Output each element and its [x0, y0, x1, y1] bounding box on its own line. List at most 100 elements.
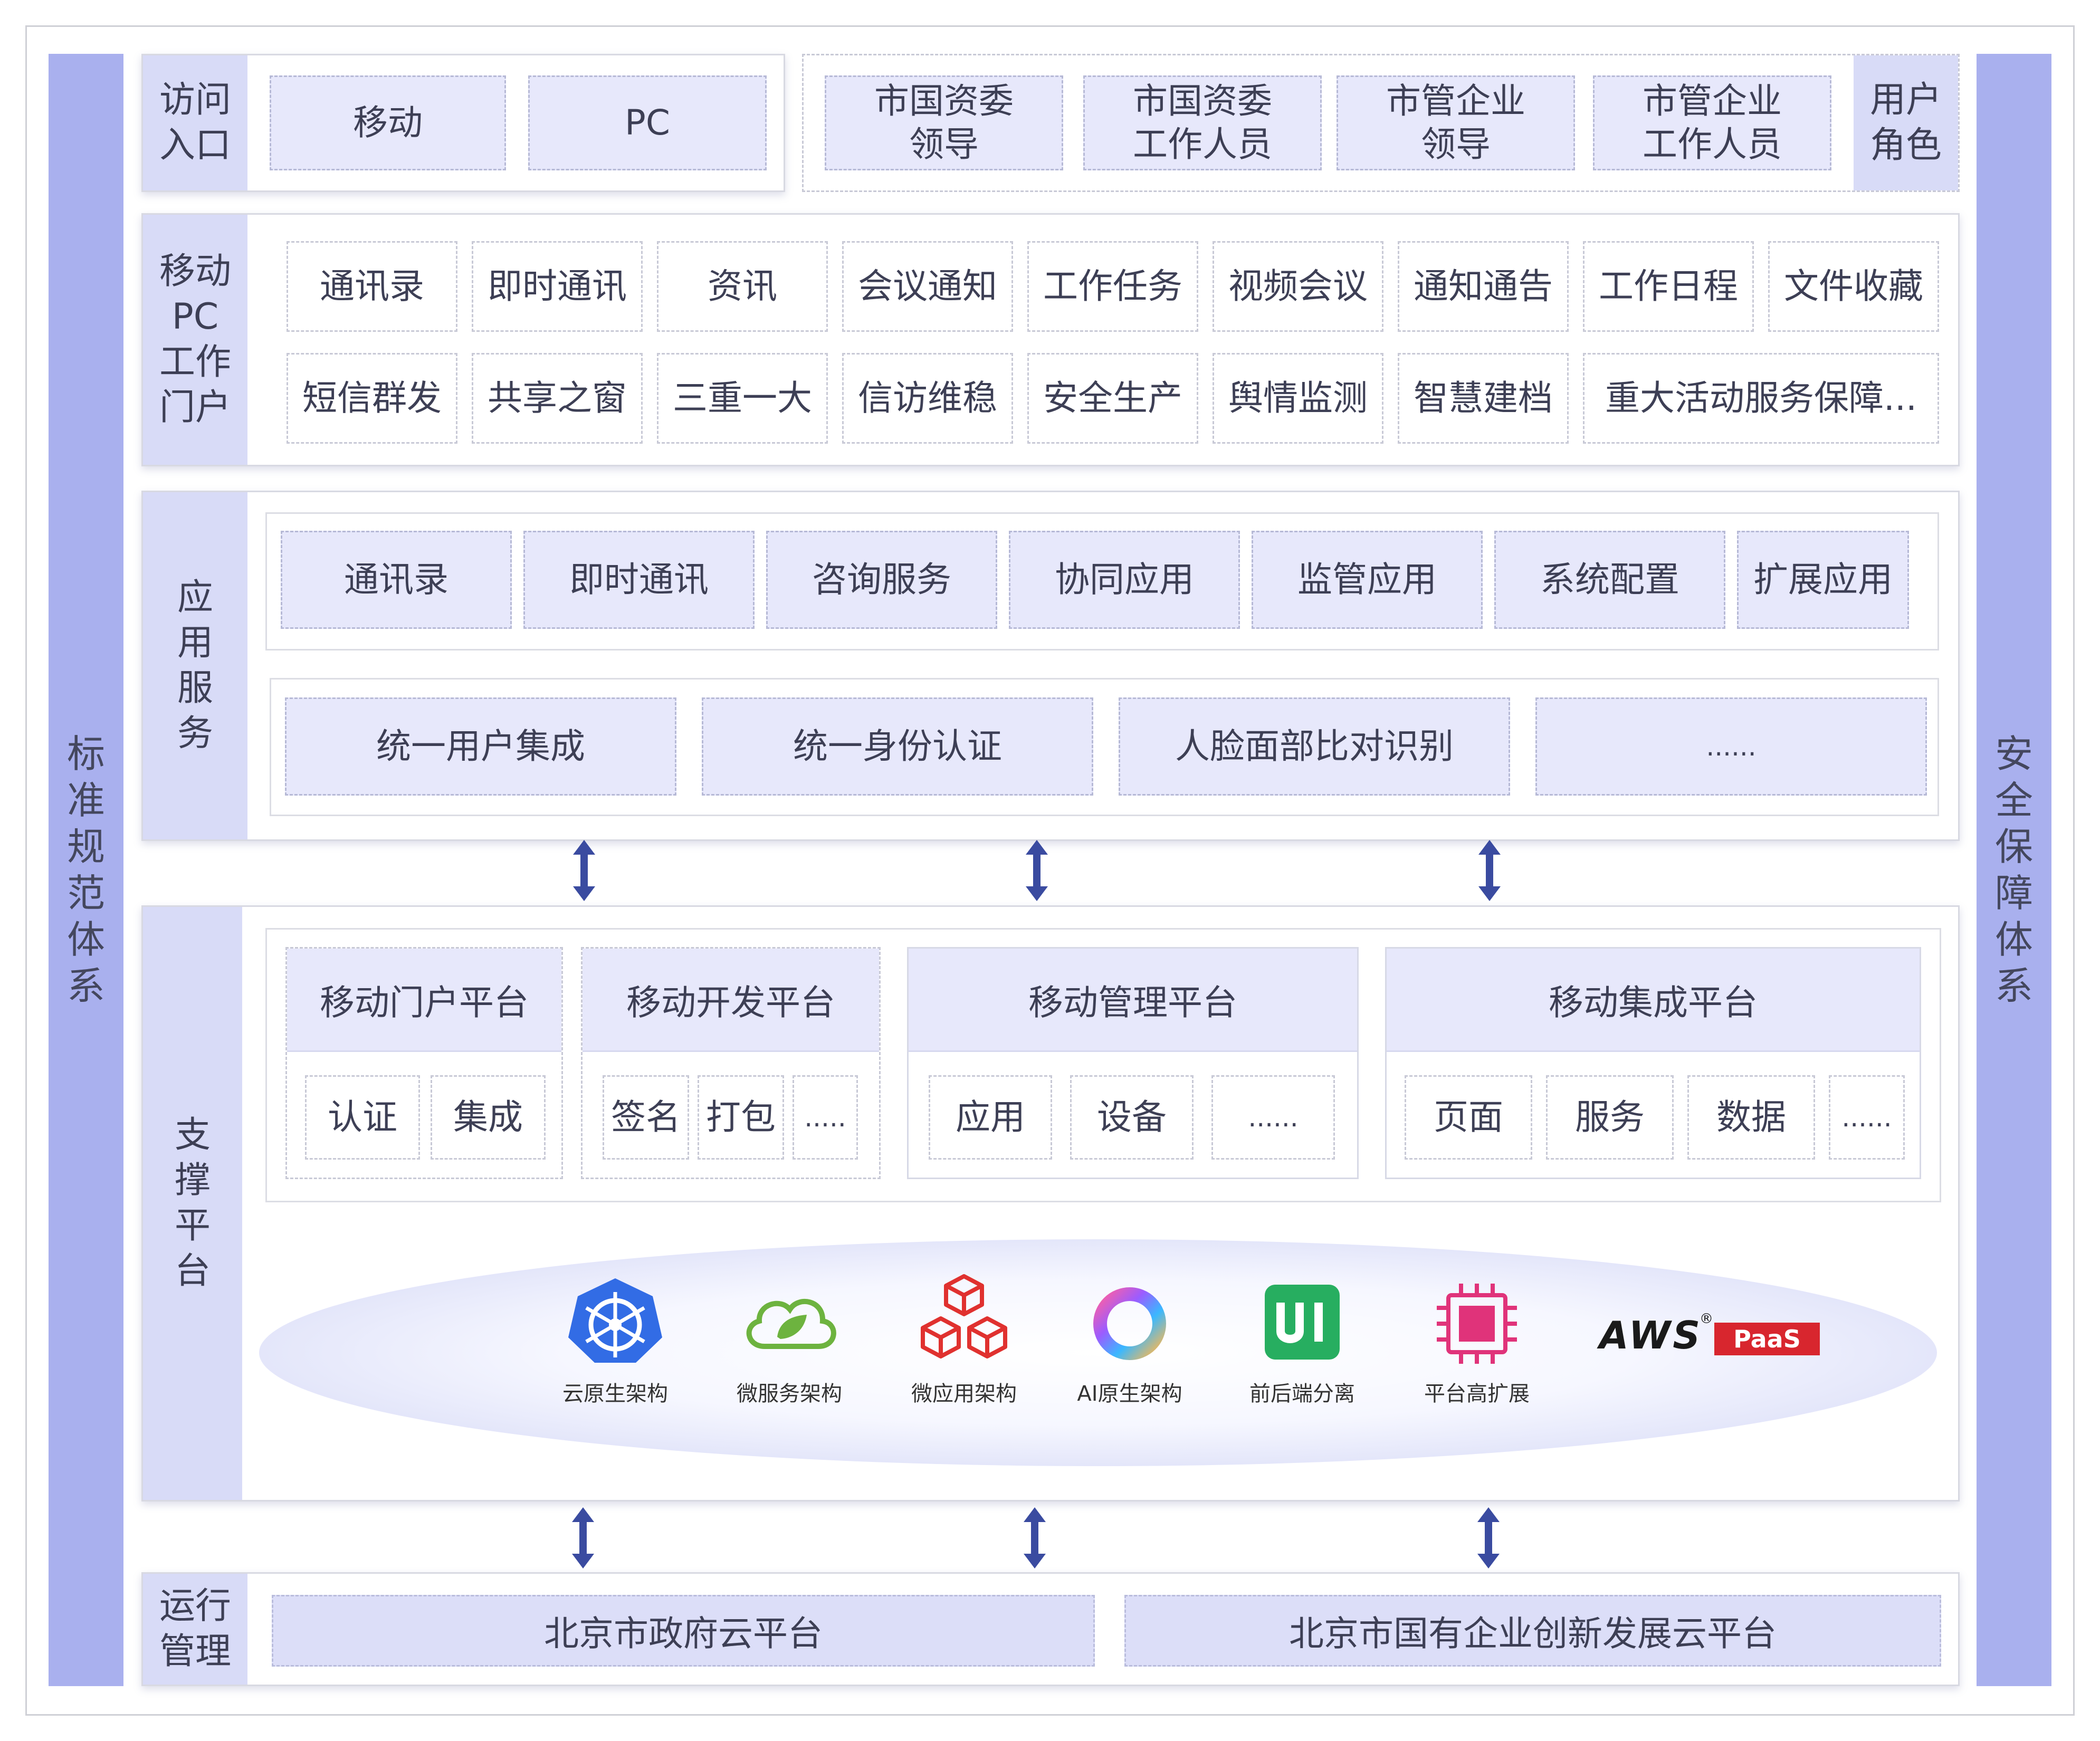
- app-service-row-2: 统一用户集成 统一身份认证 人脸面部比对识别......: [285, 697, 1927, 796]
- soe-cloud-platform[interactable]: 北京市国有企业创新发展云平台: [1124, 1595, 1941, 1667]
- platform-item[interactable]: 签名: [603, 1075, 689, 1160]
- mobile-portal-platform[interactable]: 移动门户平台 认证 集成: [285, 947, 563, 1179]
- platform-item[interactable]: 服务: [1546, 1075, 1674, 1160]
- service-item[interactable]: 会议通知: [842, 241, 1013, 332]
- service-item[interactable]: 文件收藏: [1768, 241, 1939, 332]
- security-sidebar-label: 安全保障体系: [1994, 732, 2033, 1008]
- roles-section: 市国资委领导 市国资委工作人员 市管企业领导 市管企业工作人员 用户角色: [802, 54, 1960, 192]
- service-item[interactable]: 短信群发: [287, 353, 457, 444]
- service-item[interactable]: 视频会议: [1213, 241, 1383, 332]
- tech-label: 微服务架构: [737, 1382, 842, 1406]
- service-item[interactable]: 通知通告: [1398, 241, 1569, 332]
- platform-item[interactable]: 设备: [1070, 1075, 1194, 1160]
- role-item[interactable]: 市管企业领导: [1337, 75, 1575, 170]
- aws-wordmark: AWS: [1599, 1313, 1703, 1357]
- platform-item-label: 认证: [328, 1097, 397, 1137]
- platform-item-label: 集成: [453, 1097, 523, 1137]
- double-arrow-icon: [1022, 1506, 1048, 1570]
- chip-icon: [1435, 1281, 1519, 1366]
- platform-item[interactable]: ......: [1211, 1075, 1335, 1160]
- service-item-label: 通讯录: [344, 559, 448, 600]
- platform-item[interactable]: 数据: [1687, 1075, 1815, 1160]
- service-item-label: 扩展应用: [1753, 559, 1893, 600]
- service-item[interactable]: 工作任务: [1027, 241, 1198, 332]
- service-item[interactable]: 系统配置: [1494, 531, 1725, 629]
- service-item[interactable]: 舆情监测: [1213, 353, 1383, 444]
- service-item[interactable]: 通讯录: [287, 241, 457, 332]
- service-item-label: 统一用户集成: [376, 726, 585, 767]
- gov-cloud-platform[interactable]: 北京市政府云平台: [272, 1595, 1095, 1667]
- double-arrow-icon: [571, 839, 597, 902]
- service-item[interactable]: 即时通讯: [523, 531, 755, 629]
- service-item[interactable]: 人脸面部比对识别: [1119, 697, 1510, 796]
- service-item[interactable]: 监管应用: [1252, 531, 1483, 629]
- mobile-dev-platform[interactable]: 移动开发平台 签名 打包 .....: [581, 947, 881, 1179]
- service-item[interactable]: 通讯录: [281, 531, 512, 629]
- service-item-label: 资讯: [708, 266, 777, 307]
- double-arrow-icon: [1475, 1506, 1502, 1570]
- service-item-label: 通知通告: [1414, 266, 1553, 307]
- access-mobile-button[interactable]: 移动: [270, 75, 506, 170]
- portal-section: 移动PC工作门户 通讯录即时通讯 资讯 会议通知工作任务视频会议 通知通告工作日程文件…: [141, 213, 1960, 466]
- tech-label: 平台高扩展: [1424, 1382, 1530, 1406]
- service-item-label: 视频会议: [1228, 266, 1368, 307]
- service-item[interactable]: 共享之窗: [472, 353, 643, 444]
- service-item-label: 即时通讯: [488, 266, 627, 307]
- ui-icon: [1263, 1283, 1342, 1362]
- service-item[interactable]: 统一身份认证: [702, 697, 1093, 796]
- tech-ellipse: [259, 1239, 1937, 1466]
- roles-label-text: 用户角色: [1869, 79, 1942, 166]
- double-arrow-icon: [570, 1506, 596, 1570]
- role-label: 市管企业领导: [1386, 81, 1525, 165]
- platform-item[interactable]: 页面: [1405, 1075, 1532, 1160]
- gov-cloud-label: 北京市政府云平台: [544, 1613, 823, 1654]
- platform-title: 移动管理平台: [909, 949, 1357, 1052]
- service-item[interactable]: 三重一大: [657, 353, 828, 444]
- service-item[interactable]: 咨询服务: [766, 531, 997, 629]
- mobile-integration-platform[interactable]: 移动集成平台 页面 服务 数据 ......: [1385, 947, 1921, 1179]
- role-label: 市国资委领导: [874, 81, 1014, 165]
- role-item[interactable]: 市管企业工作人员: [1593, 75, 1831, 170]
- service-item[interactable]: 协同应用: [1009, 531, 1240, 629]
- service-item[interactable]: 智慧建档: [1398, 353, 1569, 444]
- service-item[interactable]: 信访维稳: [842, 353, 1013, 444]
- service-item[interactable]: 即时通讯: [472, 241, 643, 332]
- platform-item[interactable]: 打包: [698, 1075, 784, 1160]
- service-item[interactable]: 重大活动服务保障...: [1583, 353, 1939, 444]
- soe-cloud-label: 北京市国有企业创新发展云平台: [1289, 1613, 1777, 1654]
- access-pc-button[interactable]: PC: [528, 75, 767, 170]
- app-service-label-text: 应用服务: [177, 577, 213, 754]
- runtime-label: 运行管理: [143, 1574, 247, 1685]
- portal-row-2: 短信群发共享之窗三重一大信访维稳安全生产舆情监测智慧建档重大活动服务保障...: [287, 353, 1939, 444]
- standards-sidebar-label: 标准规范体系: [66, 732, 105, 1008]
- service-item[interactable]: ......: [1535, 697, 1927, 796]
- service-item[interactable]: 安全生产: [1027, 353, 1198, 444]
- role-item[interactable]: 市国资委领导: [825, 75, 1063, 170]
- support-label-text: 支撑平台: [174, 1114, 211, 1292]
- service-item-label: 重大活动服务保障...: [1605, 378, 1917, 418]
- portal-label-text: 移动PC工作门户: [159, 251, 231, 428]
- portal-row-1: 通讯录即时通讯 资讯 会议通知工作任务视频会议 通知通告工作日程文件收藏: [287, 241, 1939, 332]
- runtime-label-text: 运行管理: [159, 1585, 231, 1672]
- tech-label: AI原生架构: [1077, 1382, 1182, 1406]
- service-item-label: 咨询服务: [812, 559, 951, 600]
- mobile-mgmt-platform[interactable]: 移动管理平台 应用 设备 ......: [907, 947, 1359, 1179]
- platform-item[interactable]: 应用: [929, 1075, 1052, 1160]
- service-item[interactable]: 扩展应用: [1737, 531, 1909, 629]
- platform-title: 移动门户平台: [287, 949, 561, 1052]
- service-item-label: 会议通知: [858, 266, 997, 307]
- service-item[interactable]: 工作日程: [1583, 241, 1754, 332]
- service-item[interactable]: 统一用户集成: [285, 697, 676, 796]
- service-item-label: 人脸面部比对识别: [1175, 726, 1454, 767]
- role-label: 市管企业工作人员: [1643, 81, 1782, 165]
- service-item[interactable]: 资讯: [657, 241, 828, 332]
- role-item[interactable]: 市国资委工作人员: [1083, 75, 1322, 170]
- platform-item[interactable]: .....: [793, 1075, 858, 1160]
- platform-title-text: 移动开发平台: [626, 982, 835, 1023]
- platform-item[interactable]: ......: [1829, 1075, 1905, 1160]
- spring-cloud-icon: [739, 1284, 839, 1363]
- platform-item[interactable]: 认证: [305, 1075, 420, 1160]
- platform-item[interactable]: 集成: [431, 1075, 546, 1160]
- security-sidebar: 安全保障体系: [1977, 54, 2051, 1686]
- platform-title-text: 移动集成平台: [1549, 982, 1758, 1023]
